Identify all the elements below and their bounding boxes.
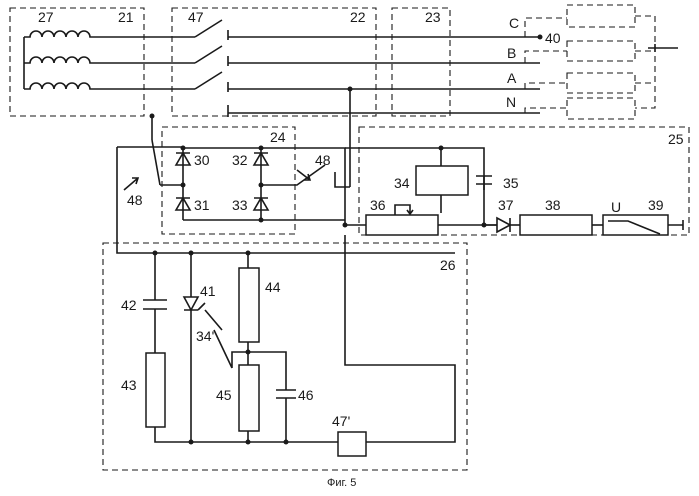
resistor-36 [366, 215, 438, 235]
ground [648, 44, 678, 52]
label-25: 25 [668, 131, 684, 147]
diode-37 [497, 218, 510, 232]
label-phase-c: C [509, 15, 519, 31]
label-phase-n: N [506, 94, 516, 110]
label-38: 38 [545, 197, 561, 213]
load-1 [567, 5, 635, 27]
label-phase-b: B [507, 45, 516, 61]
rectifier-bridge [176, 148, 268, 220]
relay-34 [416, 166, 468, 195]
label-24: 24 [270, 129, 286, 145]
label-33: 33 [232, 197, 248, 213]
generator-coils [24, 31, 100, 89]
label-47: 47 [188, 9, 204, 25]
load-2 [567, 41, 635, 61]
label-44: 44 [265, 279, 281, 295]
junctions [150, 35, 543, 445]
block-23 [392, 8, 450, 116]
block-38 [520, 215, 592, 235]
label-35: 35 [503, 175, 519, 191]
label-30: 30 [194, 152, 210, 168]
label-34p: 34' [196, 328, 214, 344]
label-48a: 48 [127, 192, 143, 208]
label-31: 31 [194, 197, 210, 213]
label-43: 43 [121, 377, 137, 393]
load-3 [567, 73, 635, 93]
wire-rect-plus [261, 148, 345, 225]
label-phase-a: A [507, 70, 517, 86]
label-45: 45 [216, 387, 232, 403]
arrow-48b [297, 170, 310, 180]
label-27: 27 [38, 9, 54, 25]
label-47p: 47' [332, 413, 350, 429]
breaker-47-contacts [195, 20, 222, 89]
generator-bus [100, 37, 195, 89]
label-34: 34 [394, 175, 410, 191]
resistor-44 [239, 268, 259, 342]
block-47p [338, 432, 366, 456]
label-39: 39 [648, 197, 664, 213]
ground-39 [668, 220, 683, 230]
label-48b: 48 [315, 152, 331, 168]
resistor-43 [146, 353, 165, 427]
capacitor-35 [476, 176, 492, 190]
label-22: 22 [350, 9, 366, 25]
wire-left-bus [117, 147, 455, 253]
label-23: 23 [425, 9, 441, 25]
label-36: 36 [370, 197, 386, 213]
label-42: 42 [121, 297, 137, 313]
load-4 [567, 98, 635, 119]
capacitor-42 [143, 300, 167, 309]
wire-47p-return [345, 235, 455, 442]
label-32: 32 [232, 152, 248, 168]
block-39 [603, 215, 668, 235]
arrow-48a [124, 178, 138, 190]
label-26: 26 [440, 257, 456, 273]
figure-caption: Фиг. 5 [327, 477, 356, 489]
label-u: U [611, 199, 621, 215]
label-46: 46 [298, 387, 314, 403]
label-41: 41 [200, 283, 216, 299]
load-return [635, 16, 655, 108]
pot-arrow [395, 205, 413, 215]
resistor-45 [239, 365, 259, 431]
label-21: 21 [118, 9, 134, 25]
label-40: 40 [545, 30, 561, 46]
label-37: 37 [498, 197, 514, 213]
